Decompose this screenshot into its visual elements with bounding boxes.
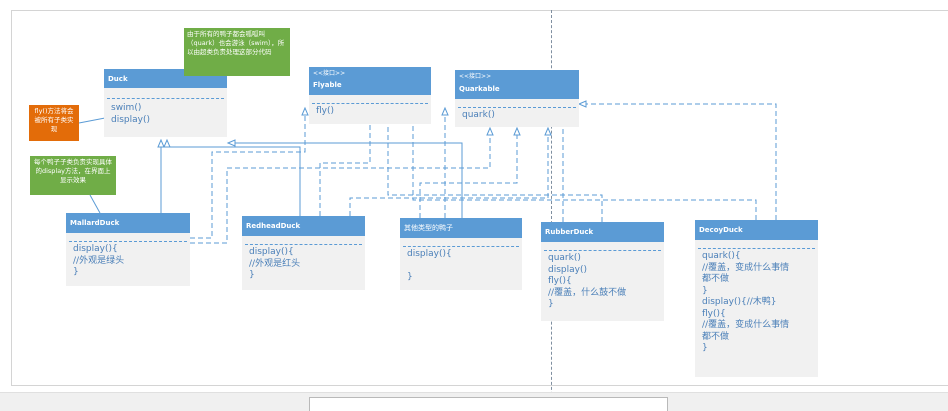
class-quackable-members: quark() bbox=[455, 108, 579, 126]
member: } bbox=[548, 299, 554, 309]
class-mallard-duck-members: display(){ //外观是绿头 } bbox=[66, 242, 190, 283]
class-quackable-separator bbox=[458, 107, 576, 108]
note-display-method[interactable]: 每个鸭子子类负责实现具体的display方法，在界面上显示效果 bbox=[30, 156, 116, 195]
edge-mallard-flyable bbox=[190, 108, 306, 239]
member: fly() bbox=[316, 106, 335, 116]
class-quackable-stereotype: <<接口>> bbox=[459, 73, 492, 80]
member: quark(){ bbox=[702, 251, 741, 261]
class-rubber-duck-header: RubberDuck bbox=[541, 222, 664, 242]
member: quark() bbox=[548, 253, 581, 263]
class-duck-separator bbox=[107, 98, 224, 99]
member: display(){ bbox=[73, 244, 118, 254]
arrowhead-quackable-5 bbox=[577, 100, 587, 108]
member: //覆盖，变成什么事情 bbox=[702, 262, 790, 273]
class-rubber-duck-separator bbox=[544, 250, 661, 251]
edge-mallard-quackable bbox=[190, 128, 491, 244]
member: display(){ bbox=[249, 247, 294, 257]
member: swim() bbox=[111, 103, 142, 113]
class-flyable[interactable]: <<接口>> Flyable fly() bbox=[309, 67, 431, 124]
member: display(){ bbox=[407, 249, 452, 259]
class-quackable-name: Quarkable bbox=[459, 85, 500, 93]
class-duck[interactable]: Duck swim() display() bbox=[104, 69, 227, 137]
arrowhead-duck-1 bbox=[157, 138, 165, 148]
member: } bbox=[702, 343, 708, 353]
member: display(){//木鸭} bbox=[702, 297, 777, 307]
arrowhead-flyable-5 bbox=[441, 106, 449, 116]
member: } bbox=[249, 270, 255, 280]
class-quackable-header: <<接口>> Quarkable bbox=[455, 70, 579, 99]
edge-other-duck bbox=[228, 142, 463, 218]
class-rubber-duck[interactable]: RubberDuck quark() display() fly(){ //覆盖… bbox=[541, 222, 664, 321]
class-rubber-duck-name: RubberDuck bbox=[545, 228, 594, 236]
class-mallard-duck-separator bbox=[69, 241, 187, 242]
edge-rubber-flyable bbox=[387, 108, 603, 222]
class-flyable-stereotype: <<接口>> bbox=[313, 70, 346, 77]
member: } bbox=[702, 285, 708, 296]
note-anchor-fly bbox=[78, 117, 106, 124]
class-duck-name: Duck bbox=[108, 75, 128, 83]
member: //外观是绿头 bbox=[73, 255, 125, 266]
class-duck-members: swim() display() bbox=[104, 99, 227, 130]
member: display() bbox=[111, 114, 150, 125]
diagram-frame bbox=[11, 10, 948, 386]
class-redhead-duck[interactable]: RedheadDuck display(){ //外观是红头 } bbox=[242, 216, 365, 290]
member: 都不做 bbox=[702, 331, 730, 342]
member: quark() bbox=[462, 110, 495, 120]
class-redhead-duck-separator bbox=[245, 244, 362, 245]
class-decoy-duck-separator bbox=[698, 248, 815, 249]
class-flyable-members: fly() bbox=[309, 104, 431, 122]
arrowhead-duck-3 bbox=[226, 139, 236, 147]
member: fly(){ bbox=[702, 308, 726, 319]
class-mallard-duck-header: MallardDuck bbox=[66, 213, 190, 233]
class-mallard-duck-name: MallardDuck bbox=[70, 219, 120, 227]
class-other-duck-name: 其他类型的鸭子 bbox=[404, 224, 453, 232]
class-other-duck[interactable]: 其他类型的鸭子 display(){ } bbox=[400, 218, 522, 290]
edge-redhead-quackable bbox=[349, 128, 549, 216]
member bbox=[407, 261, 515, 273]
class-other-duck-members: display(){ } bbox=[400, 247, 522, 288]
class-flyable-header: <<接口>> Flyable bbox=[309, 67, 431, 95]
edge-decoy-quackable bbox=[579, 103, 777, 220]
edge-decoy-flyable bbox=[412, 108, 757, 220]
note-anchor-display bbox=[89, 194, 101, 214]
arrowhead-quackable-1 bbox=[486, 126, 494, 136]
edge-redhead-duck bbox=[166, 140, 301, 216]
class-flyable-name: Flyable bbox=[313, 81, 342, 89]
arrowhead-quackable-3 bbox=[544, 126, 552, 136]
class-decoy-duck-members: quark(){ //覆盖，变成什么事情 都不做 } display(){//木… bbox=[695, 249, 818, 359]
edge-redhead-flyable bbox=[319, 108, 371, 216]
class-decoy-duck-name: DecoyDuck bbox=[699, 226, 743, 234]
note-fly-method[interactable]: fly()方法将会被所有子类实现 bbox=[29, 105, 79, 141]
class-rubber-duck-members: quark() display() fly(){ //覆盖，什么鼓不做 } bbox=[541, 251, 664, 315]
class-redhead-duck-members: display(){ //外观是红头 } bbox=[242, 245, 365, 286]
class-decoy-duck[interactable]: DecoyDuck quark(){ //覆盖，变成什么事情 都不做 } dis… bbox=[695, 220, 818, 377]
member: //外观是红头 bbox=[249, 258, 301, 269]
member: fly(){ bbox=[548, 276, 572, 286]
class-other-duck-header: 其他类型的鸭子 bbox=[400, 218, 522, 238]
arrowhead-flyable-1 bbox=[301, 106, 309, 116]
class-redhead-duck-name: RedheadDuck bbox=[246, 222, 301, 230]
class-flyable-separator bbox=[312, 103, 428, 104]
member: } bbox=[407, 272, 413, 282]
arrowhead-quackable-2 bbox=[513, 126, 521, 136]
member: //覆盖，变成什么事情 bbox=[702, 320, 790, 330]
class-other-duck-separator bbox=[403, 246, 519, 247]
edge-other-quackable bbox=[419, 128, 518, 218]
member: //覆盖，什么鼓不做 bbox=[548, 287, 627, 298]
member: } bbox=[73, 267, 79, 277]
class-mallard-duck[interactable]: MallardDuck display(){ //外观是绿头 } bbox=[66, 213, 190, 286]
bottom-input-box[interactable] bbox=[309, 397, 668, 411]
arrowhead-duck-2 bbox=[163, 138, 171, 148]
class-quackable[interactable]: <<接口>> Quarkable quark() bbox=[455, 70, 579, 127]
note-quack-swim[interactable]: 由于所有的鸭子都会呱呱叫（quark）也会游泳（swim），所以由超类负责处理这… bbox=[184, 28, 290, 76]
page-break-line bbox=[551, 10, 552, 410]
member: display() bbox=[548, 264, 587, 275]
member: 都不做 bbox=[702, 274, 730, 284]
class-decoy-duck-header: DecoyDuck bbox=[695, 220, 818, 240]
class-redhead-duck-header: RedheadDuck bbox=[242, 216, 365, 236]
